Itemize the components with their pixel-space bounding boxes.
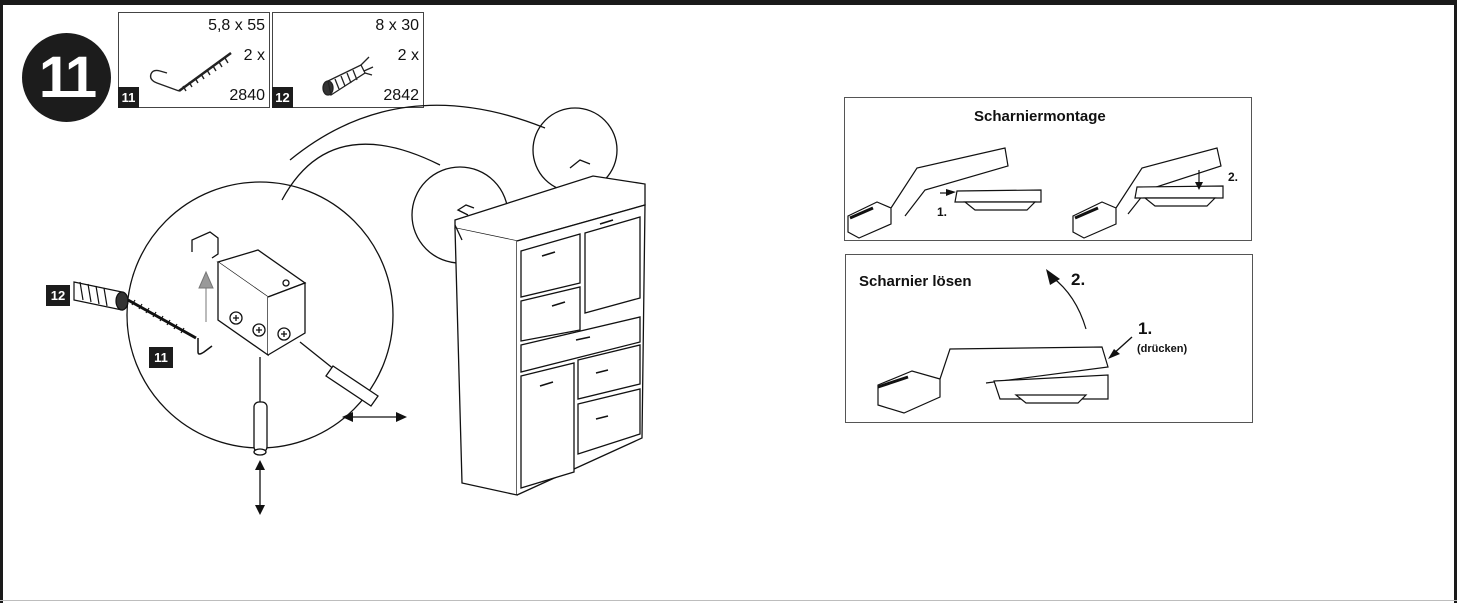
- bottom-border: [0, 600, 1457, 601]
- part-tag: 11: [118, 87, 139, 108]
- bracket-icon: [191, 231, 307, 357]
- step2-label: 2.: [1071, 270, 1086, 289]
- hinge-icon: [877, 269, 1133, 414]
- hinge-release-panel: Scharnier lösen 2. 1. (drücken): [845, 254, 1253, 423]
- right-border: [1454, 0, 1457, 603]
- up-arrow-icon: [198, 270, 214, 322]
- step1-label: 1.: [1138, 319, 1153, 338]
- left-border: [0, 0, 3, 603]
- part-code: 2842: [383, 87, 419, 104]
- hinge-mount-panel: Scharniermontage 1. 2.: [844, 97, 1252, 241]
- cabinet-icon: [454, 159, 646, 496]
- press-note: (drücken): [1137, 343, 1188, 355]
- part-size: 5,8 x 55: [208, 17, 265, 34]
- hinge-icon: [847, 147, 1224, 239]
- callout-tag-hook: 11: [149, 347, 173, 368]
- screwdriver-icon: [299, 341, 379, 407]
- part-tag: 12: [272, 87, 293, 108]
- assembly-illustration: [73, 104, 646, 515]
- screw-icon: [127, 298, 197, 340]
- hook-screw-icon: [197, 338, 213, 355]
- part-size: 8 x 30: [375, 17, 419, 34]
- part-quantity: 2 x: [397, 47, 419, 64]
- callout-tag-dowel: 12: [46, 285, 70, 306]
- panel-title: Scharniermontage: [974, 108, 1106, 125]
- panel-title: Scharnier lösen: [859, 273, 972, 290]
- top-border: [0, 0, 1457, 5]
- screwdriver-icon: [253, 357, 268, 456]
- step2-label: 2.: [1228, 170, 1239, 184]
- wall-plug-icon: [73, 281, 129, 311]
- part-quantity: 2 x: [243, 47, 265, 64]
- callout-arc: [281, 143, 441, 201]
- step-number-badge: 11: [22, 33, 111, 122]
- part-box-wall-plug: 8 x 30 2 x 2842 12: [272, 12, 424, 108]
- step1-label: 1.: [937, 205, 948, 219]
- part-code: 2840: [229, 87, 265, 104]
- hook-screw-icon: [149, 51, 232, 93]
- part-box-hook-screw: 5,8 x 55 2 x 2840 11: [118, 12, 270, 108]
- wall-plug-icon: [322, 56, 374, 97]
